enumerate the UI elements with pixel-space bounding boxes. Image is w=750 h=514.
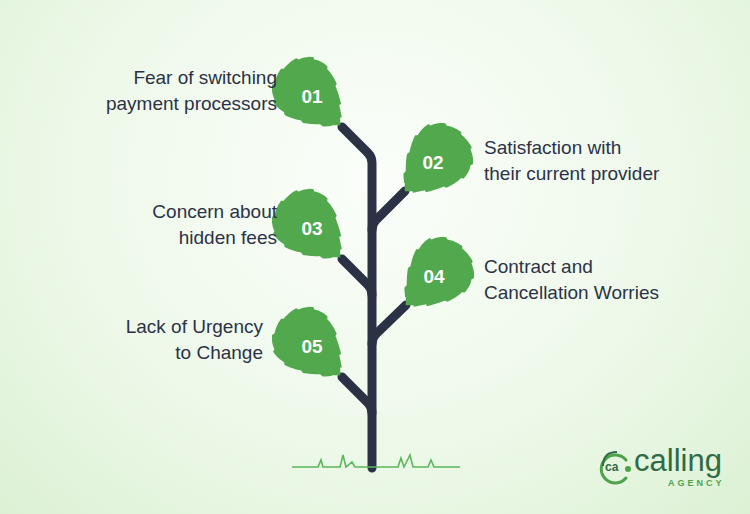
callout-number: 01 — [272, 57, 352, 137]
leaf-node: 05Lack of Urgency to Change — [272, 307, 352, 387]
leaf-label: Contract and Cancellation Worries — [484, 254, 664, 306]
leaf-node: 01Fear of switching payment processors — [272, 57, 352, 137]
logo-text: ca — [605, 461, 618, 473]
tree-branch — [372, 305, 406, 344]
logo-text: calling — [634, 445, 722, 476]
leaf-label: Satisfaction with their current provider — [484, 135, 661, 187]
tree-trunk — [342, 127, 372, 468]
leaf-label: Fear of switching payment processors — [99, 65, 277, 117]
leaf-label: Concern about hidden fees — [137, 199, 277, 251]
leaf-node: 04Contract and Cancellation Worries — [394, 237, 474, 317]
tree-branch — [342, 259, 372, 295]
callout-number: 03 — [272, 189, 352, 269]
logo-icon — [601, 452, 631, 483]
callout-number: 05 — [272, 307, 352, 387]
callout-number: 04 — [394, 237, 474, 317]
leaf-node: 03Concern about hidden fees — [272, 189, 352, 269]
callout-number: 02 — [393, 123, 473, 203]
leaf-label: Lack of Urgency to Change — [118, 314, 263, 366]
logo-text: AGENCY — [668, 479, 725, 488]
tree-branch — [372, 191, 405, 230]
leaf-node: 02Satisfaction with their current provid… — [393, 123, 473, 203]
grass-line — [292, 455, 460, 467]
tree-branch — [342, 377, 372, 413]
